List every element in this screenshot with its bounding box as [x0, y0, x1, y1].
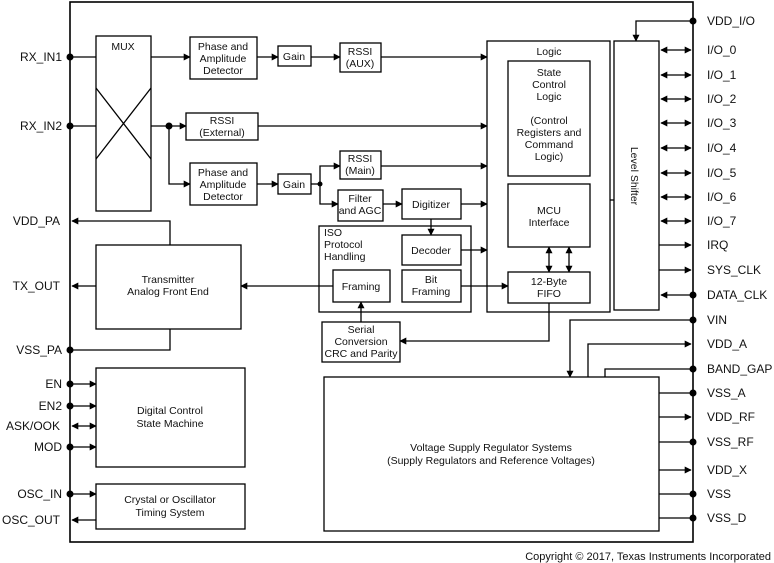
state-logic-line-6: Registers and	[517, 127, 582, 139]
mux-label: MUX	[111, 41, 134, 53]
pin-osc-in: OSC_IN	[17, 487, 62, 501]
pad2-line-1: Phase and	[198, 167, 248, 179]
pin-data-clk: DATA_CLK	[707, 288, 767, 302]
pin-sys-clk: SYS_CLK	[707, 263, 761, 277]
state-logic-line-1: State	[537, 67, 562, 79]
mcu-line-2: Interface	[529, 217, 570, 229]
pin-rx-in1: RX_IN1	[20, 50, 62, 64]
bit-framing-line-2: Framing	[412, 286, 451, 298]
iso-line-3: Handling	[324, 251, 366, 263]
transmitter-line-2: Analog Front End	[127, 286, 209, 298]
decoder-label: Decoder	[411, 245, 451, 257]
crystal-oscillator-block	[95, 483, 246, 530]
regulator-line-1: Voltage Supply Regulator Systems	[410, 442, 572, 454]
digital-control-line-1: Digital Control	[137, 405, 203, 417]
state-logic-line-5: (Control	[530, 115, 567, 127]
pin-io-5: I/O_5	[707, 166, 737, 180]
pin-io-6: I/O_6	[707, 190, 737, 204]
pin-vss-d: VSS_D	[707, 511, 747, 525]
pin-osc-out: OSC_OUT	[2, 513, 61, 527]
fifo-line-2: FIFO	[537, 288, 561, 300]
filter-line-2: and AGC	[339, 205, 382, 217]
pin-vdd-pa: VDD_PA	[13, 214, 60, 228]
voltage-regulator-block	[323, 376, 660, 532]
gain2-label: Gain	[283, 179, 305, 191]
pin-mod: MOD	[34, 440, 62, 454]
pin-band-gap: BAND_GAP	[707, 362, 772, 376]
iso-line-2: Protocol	[324, 239, 363, 251]
pin-vdd-rf: VDD_RF	[707, 410, 755, 424]
chip-outline	[69, 1, 694, 543]
pin-vss-a: VSS_A	[707, 386, 746, 400]
rssi-ext-line-2: (External)	[199, 127, 245, 139]
fifo-line-1: 12-Byte	[531, 276, 567, 288]
regulator-line-2: (Supply Regulators and Reference Voltage…	[387, 455, 595, 467]
crystal-line-2: Timing System	[135, 507, 204, 519]
state-control-logic-block	[507, 60, 591, 177]
state-logic-line-7: Command	[525, 139, 574, 151]
logic-label: Logic	[536, 46, 561, 58]
iso-line-1: ISO	[324, 227, 342, 239]
pin-vin: VIN	[707, 313, 727, 327]
pin-io-4: I/O_4	[707, 141, 737, 155]
transmitter-line-1: Transmitter	[142, 274, 195, 286]
pin-vss: VSS	[707, 487, 731, 501]
pin-rx-in2: RX_IN2	[20, 119, 62, 133]
iso-protocol-block	[318, 225, 472, 313]
rssi-aux-line-1: RSSI	[348, 46, 373, 58]
state-logic-line-2: Control	[532, 79, 566, 91]
digital-control-line-2: State Machine	[136, 418, 203, 430]
pin-vdd-io: VDD_I/O	[707, 14, 755, 28]
pin-dots	[66, 17, 697, 522]
pin-vss-pa: VSS_PA	[16, 343, 62, 357]
rssi-aux-line-2: (AUX)	[346, 58, 375, 70]
crystal-line-1: Crystal or Oscillator	[124, 494, 216, 506]
pin-en2: EN2	[39, 399, 63, 413]
state-logic-line-3: Logic	[536, 91, 561, 103]
framing-label: Framing	[342, 281, 381, 293]
digitizer-label: Digitizer	[412, 199, 450, 211]
pad1-line-2: Amplitude	[200, 53, 247, 65]
level-shifter-label: Level Shifter	[628, 147, 640, 206]
rssi-main-line-1: RSSI	[348, 153, 373, 165]
bit-framing-line-1: Bit	[425, 274, 437, 286]
pin-io-1: I/O_1	[707, 68, 737, 82]
pad1-line-1: Phase and	[198, 41, 248, 53]
pin-vdd-x: VDD_X	[707, 463, 747, 477]
pad1-line-3: Detector	[203, 65, 243, 77]
pin-io-0: I/O_0	[707, 43, 737, 57]
pad2-line-3: Detector	[203, 191, 243, 203]
copyright-text: Copyright © 2017, Texas Instruments Inco…	[525, 551, 771, 563]
pin-vss-rf: VSS_RF	[707, 435, 754, 449]
rssi-ext-line-1: RSSI	[210, 115, 235, 127]
pin-io-2: I/O_2	[707, 92, 737, 106]
state-logic-line-8: Logic)	[535, 151, 564, 163]
gain1-label: Gain	[283, 51, 305, 63]
pad2-line-2: Amplitude	[200, 179, 247, 191]
rssi-main-line-2: (Main)	[345, 165, 375, 177]
mux-block	[95, 35, 152, 212]
mcu-line-1: MCU	[537, 205, 561, 217]
serial-line-2: Conversion	[334, 336, 387, 348]
serial-line-3: CRC and Parity	[325, 348, 399, 360]
pin-io-7: I/O_7	[707, 214, 737, 228]
pin-io-3: I/O_3	[707, 116, 737, 130]
pin-vdd-a: VDD_A	[707, 337, 747, 351]
filter-line-1: Filter	[348, 193, 372, 205]
pin-en: EN	[45, 377, 62, 391]
pin-tx-out: TX_OUT	[13, 279, 61, 293]
serial-line-1: Serial	[348, 324, 375, 336]
pin-irq: IRQ	[707, 238, 728, 252]
pin-ask-ook: ASK/OOK	[6, 419, 60, 433]
digital-control-block	[95, 367, 246, 468]
